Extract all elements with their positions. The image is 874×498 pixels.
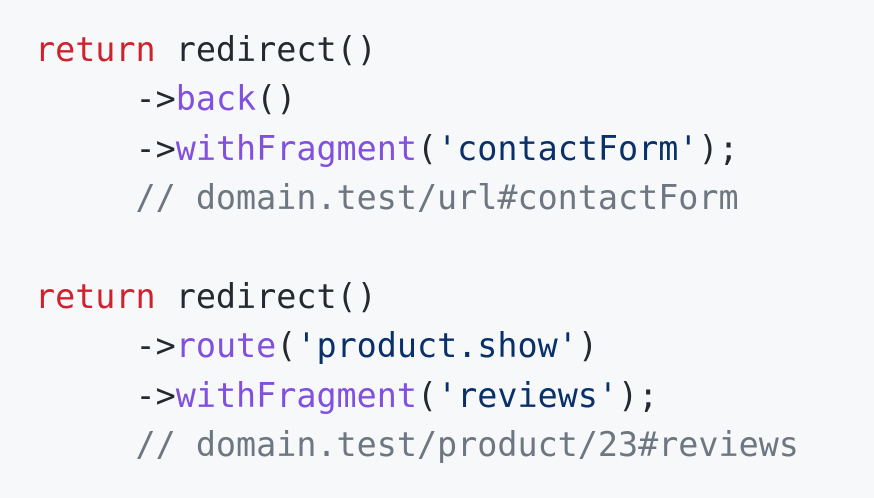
code-token: () (256, 79, 297, 119)
code-block: return redirect() ->back() ->withFragmen… (35, 25, 799, 470)
code-token: ); (618, 375, 659, 415)
string-token: 'contactForm' (437, 128, 699, 168)
code-token: -> (35, 128, 176, 168)
code-line: ->withFragment('contactForm'); (35, 124, 799, 173)
code-token: redirect() (155, 30, 377, 69)
function-token: route (175, 326, 277, 366)
code-token: -> (35, 79, 176, 119)
comment-token: // domain.test/url#contactForm (35, 178, 739, 218)
code-line: return redirect() (35, 272, 799, 321)
function-token: back (175, 79, 257, 119)
string-token: 'reviews' (437, 375, 619, 415)
code-line: ->withFragment('reviews'); (35, 371, 799, 420)
code-token: redirect() (155, 276, 377, 316)
function-token: withFragment (175, 375, 417, 415)
code-token: -> (35, 326, 176, 366)
function-token: withFragment (175, 128, 417, 168)
code-token: ); (698, 128, 739, 168)
code-token: -> (35, 375, 176, 415)
code-line: ->back() (35, 74, 799, 123)
code-token: ( (416, 375, 438, 415)
string-token: 'product.show' (296, 326, 578, 366)
code-line: // domain.test/url#contactForm (35, 173, 799, 222)
code-token: ) (577, 326, 598, 366)
comment-token: // domain.test/product/23#reviews (35, 425, 799, 465)
code-line: ->route('product.show') (35, 321, 799, 370)
keyword-token: return (35, 276, 156, 316)
code-line: // domain.test/product/23#reviews (35, 420, 799, 469)
code-token: ( (416, 128, 438, 168)
keyword-token: return (35, 30, 156, 69)
code-token: ( (276, 326, 297, 366)
code-line (35, 223, 799, 272)
code-line: return redirect() (35, 25, 799, 74)
